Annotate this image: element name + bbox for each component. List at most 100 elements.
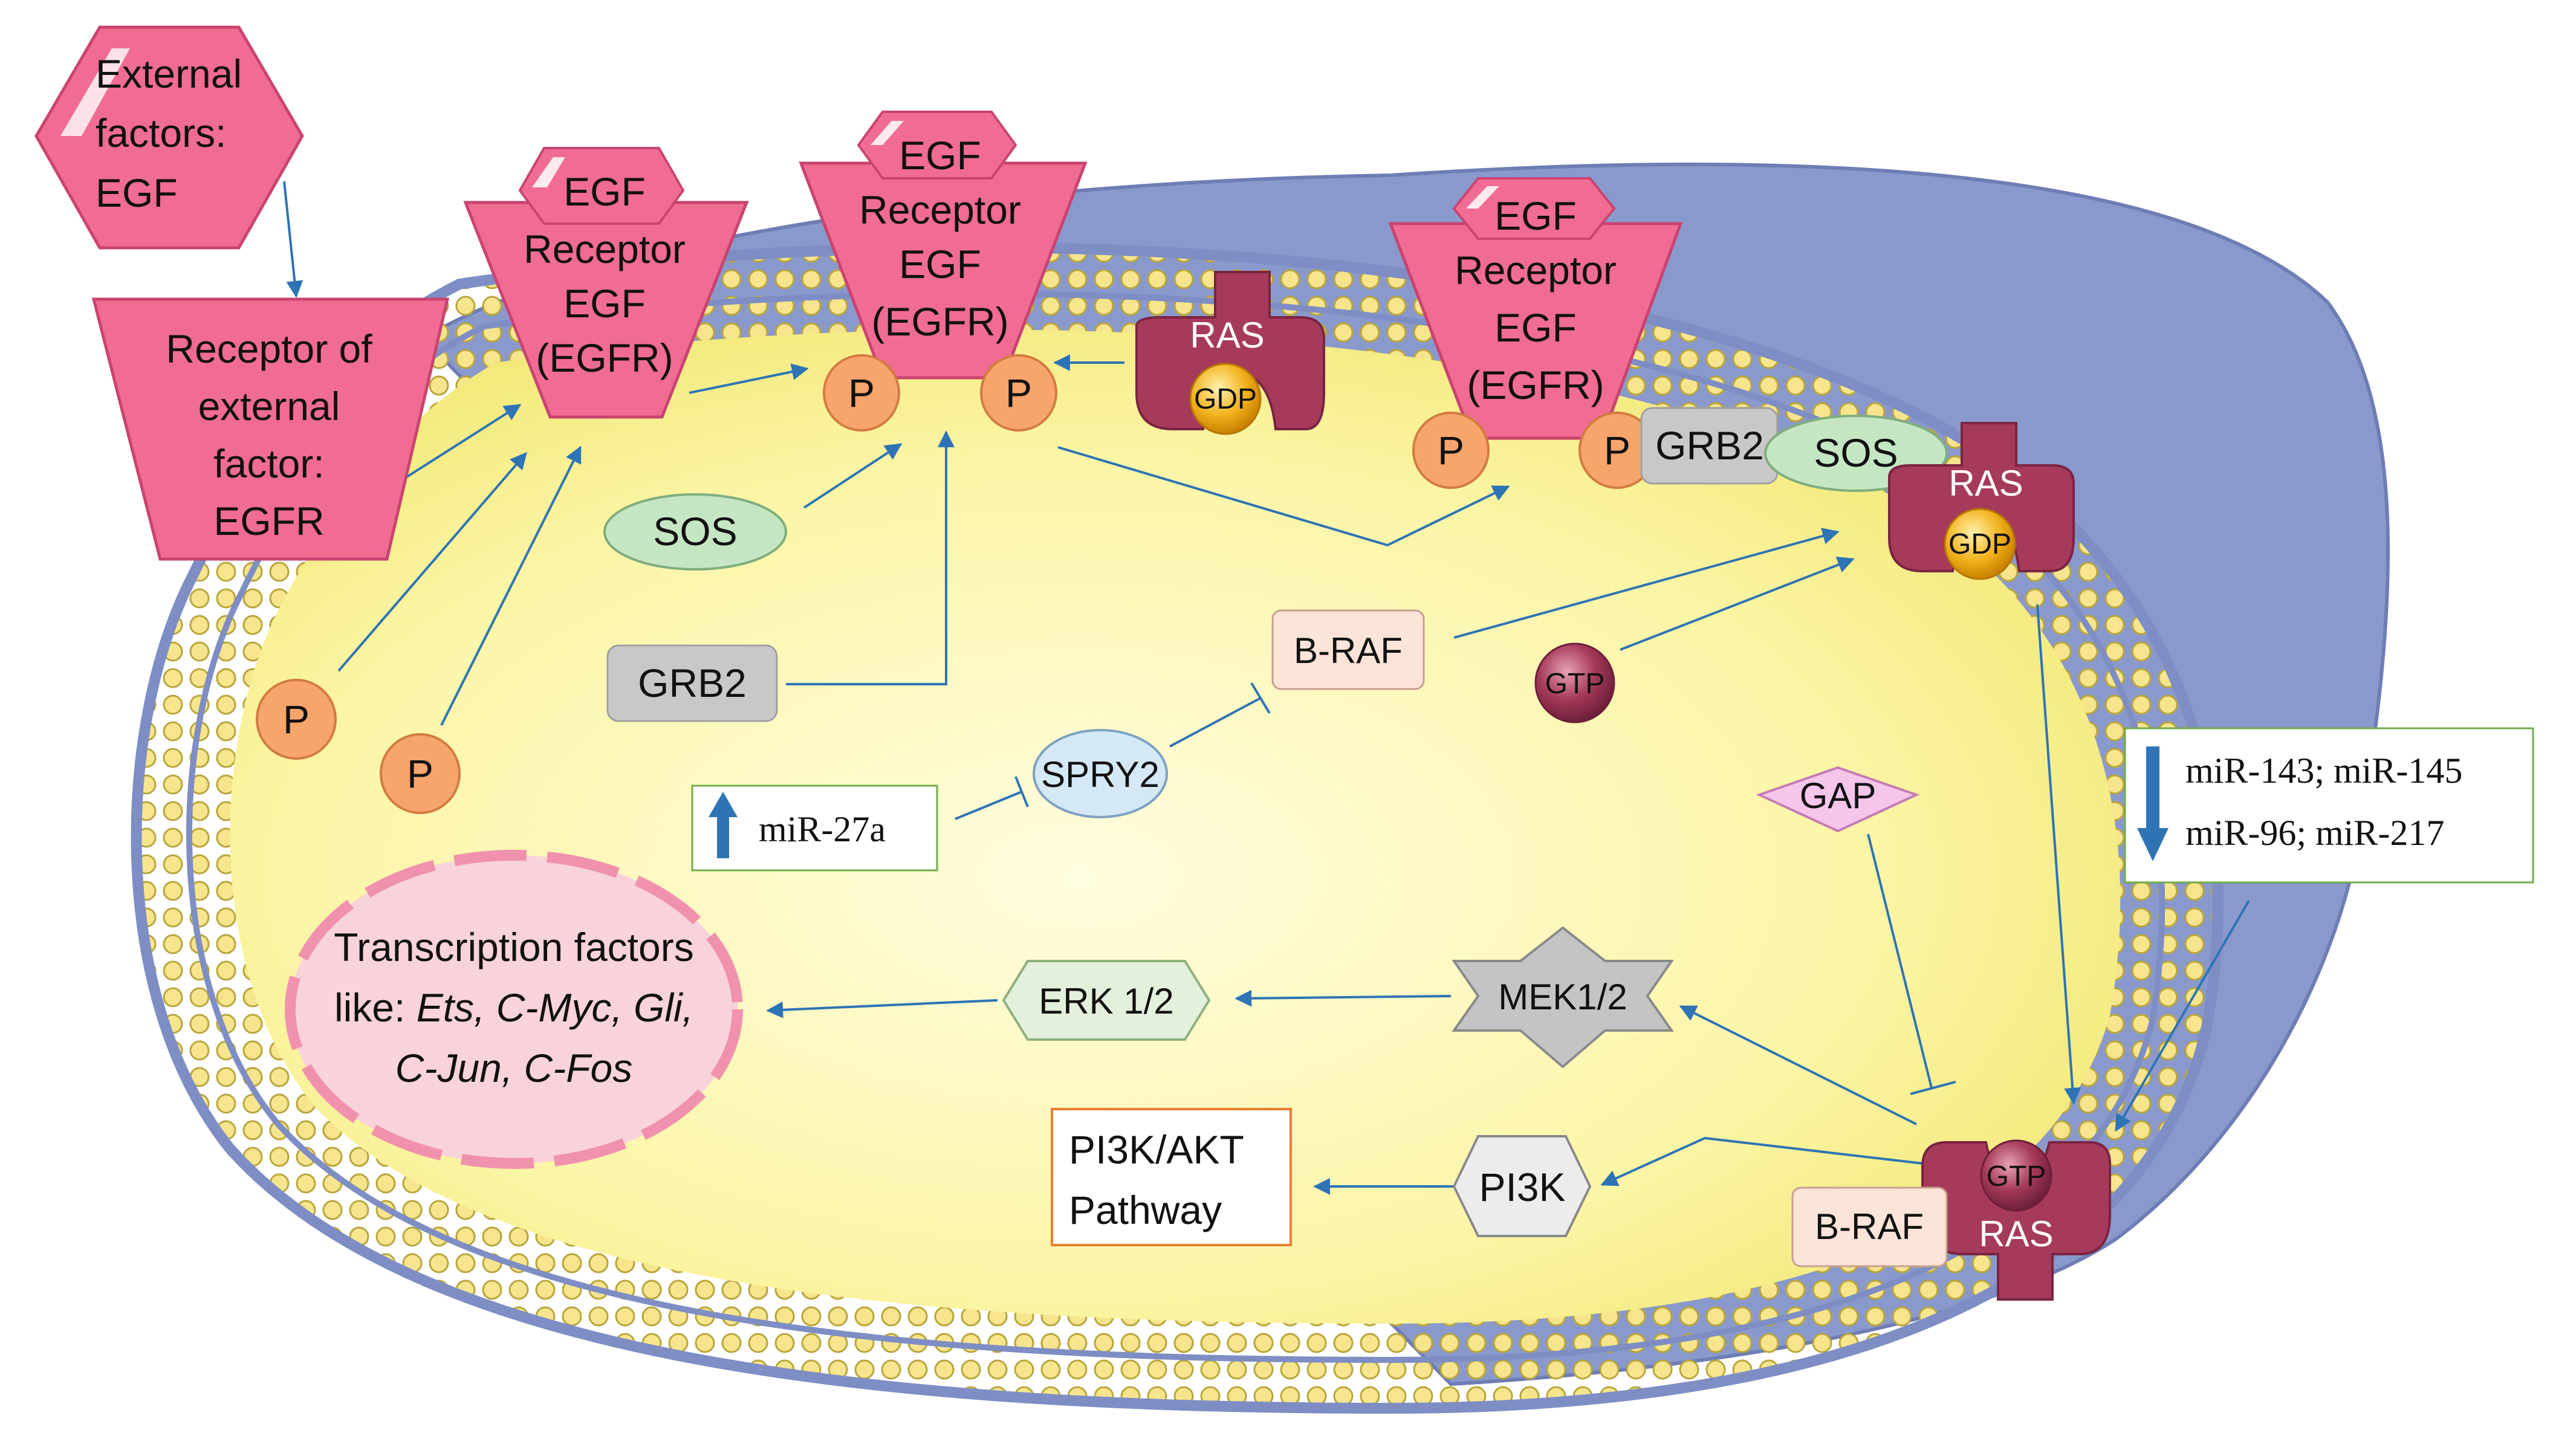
receptor-3-line2: EGF [899, 242, 981, 286]
pi3k-pathway-line2: Pathway [1069, 1188, 1222, 1232]
svg-text:PI3K: PI3K [1479, 1165, 1565, 1209]
arrow-grb2-to-p [786, 430, 955, 685]
grb2-cytoplasm: GRB2 [606, 644, 778, 722]
sos-right-label: SOS [1814, 430, 1898, 475]
inhibit-bar-gap [1910, 1081, 1956, 1095]
svg-text:ERK 1/2: ERK 1/2 [1039, 981, 1173, 1021]
down-arrow-icon [2137, 746, 2169, 861]
mir27a-box: miR-27a [691, 785, 938, 872]
receptor-3-line3: (EGFR) [871, 299, 1008, 344]
egfr-receptor-4: EGF Receptor EGF (EGFR) P P [1388, 177, 1683, 489]
external-factors-line2: factors: [96, 111, 226, 155]
svg-text:B-RAF: B-RAF [1294, 630, 1403, 671]
egfr-receptor-2: EGF Receptor EGF (EGFR) [463, 147, 749, 419]
ras-gdp-top: RAS GDP [1135, 271, 1325, 435]
gtp-free: GTP [1534, 642, 1615, 723]
egf-ligand-4-label: EGF [1494, 193, 1577, 238]
arrow-mek-to-erk [1234, 989, 1452, 1007]
ras-top-label: RAS [1190, 315, 1264, 355]
gap: GAP [1756, 766, 1920, 833]
receptor-external-line4: EGFR [213, 499, 324, 543]
arrow-erk-to-nucleus [766, 999, 998, 1018]
external-factors-line1: External [96, 51, 242, 96]
svg-text:GRB2: GRB2 [638, 661, 747, 705]
ras-bottom-label: RAS [1979, 1214, 2053, 1254]
sos-cytoplasm: SOS [603, 493, 787, 571]
phospho-p-4a: P [1412, 412, 1490, 489]
svg-text:GTP: GTP [1545, 668, 1605, 700]
gtp-bottom-label: GTP [1987, 1160, 2046, 1192]
egfr-receptor-3: EGF Receptor EGF (EGFR) P P [799, 111, 1088, 432]
receptor-4-line2: EGF [1494, 305, 1577, 350]
arrow-receptor2-to-receptor3 [689, 363, 809, 394]
ras-gtp-braf-bottom: GTP RAS B-RAF [1791, 1139, 2111, 1301]
phospho-p-3b: P [980, 354, 1057, 432]
svg-text:SPRY2: SPRY2 [1041, 754, 1160, 795]
gdp-right-label: GDP [1948, 528, 2011, 560]
arrow-sos-to-p [803, 443, 903, 509]
mirs-line1: miR-143; miR-145 [2185, 751, 2462, 791]
arrow-mirs-to-ras [2115, 899, 2250, 1132]
b-raf-middle: B-RAF [1271, 609, 1425, 690]
external-factors-egf: External factors: EGF [34, 25, 304, 250]
pi3k: PI3K [1452, 1135, 1592, 1237]
grb2-right-label: GRB2 [1655, 423, 1764, 468]
gdp-top-label: GDP [1194, 383, 1257, 415]
phospho-p-free-2: P [380, 733, 461, 814]
mirs-box: miR-143; miR-145 miR-96; miR-217 [2124, 727, 2534, 884]
erk-1-2: ERK 1/2 [1002, 960, 1211, 1041]
arrow-ras-down [2036, 604, 2081, 1105]
svg-text:P: P [407, 751, 433, 796]
arrow-external-to-receptor [283, 181, 303, 298]
external-factors-line3: EGF [96, 170, 178, 215]
egf-ligand-2-label: EGF [563, 169, 646, 214]
receptor-4-line3: (EGFR) [1467, 363, 1604, 407]
ras-right-label: RAS [1948, 463, 2023, 503]
nucleus-transcription-factors: Transcription factors like: Ets, C-Myc, … [285, 850, 743, 1169]
receptor-external-factor: Receptor of external factor: EGFR [91, 297, 450, 561]
inhibit-bar-braf [1250, 682, 1271, 714]
ras-gdp-right: RAS GDP [1888, 422, 2075, 580]
svg-text:MEK1/2: MEK1/2 [1498, 977, 1627, 1017]
arrow-p2-to-receptor2 [440, 445, 582, 726]
arrow-ras-to-mek [1679, 1005, 1917, 1125]
phospho-p-4b: P [1578, 412, 1656, 489]
transcription-line1: Transcription factors [334, 925, 693, 969]
phospho-p-free-1: P [256, 679, 337, 760]
arrow-braf-to-ras [1453, 528, 1840, 639]
receptor-external-line3: factor: [213, 441, 324, 486]
arrow-receptor1-to-receptor2 [386, 404, 522, 491]
pi3k-pathway-line1: PI3K/AKT [1069, 1127, 1244, 1172]
mek-1-2: MEK1/2 [1452, 926, 1674, 1069]
svg-text:P: P [1005, 370, 1032, 415]
receptor-4-line1: Receptor [1455, 248, 1617, 293]
inhibit-gap-to-ras [1867, 833, 1933, 1089]
mirs-line2: miR-96; miR-217 [2185, 813, 2444, 853]
b-raf-bottom-label: B-RAF [1815, 1206, 1924, 1247]
receptor-2-line3: (EGFR) [536, 335, 673, 380]
mir27a-label: miR-27a [759, 809, 886, 849]
svg-text:P: P [283, 697, 310, 742]
phospho-p-3a: P [823, 354, 900, 432]
up-arrow-icon [709, 792, 738, 858]
arrow-gtp-to-ras [1620, 557, 1855, 651]
transcription-line3: C-Jun, C-Fos [395, 1046, 632, 1090]
pi3k-akt-pathway-box: PI3K/AKT Pathway [1051, 1108, 1292, 1246]
arrow-p1-to-receptor2 [337, 451, 527, 672]
spry2: SPRY2 [1033, 729, 1168, 818]
svg-text:P: P [1438, 428, 1464, 473]
svg-text:GAP: GAP [1800, 775, 1877, 816]
connector-arrows [283, 181, 2250, 1195]
inhibit-bar-spry2 [1014, 776, 1029, 807]
receptor-external-line2: external [198, 384, 340, 429]
receptor-2-line2: EGF [563, 281, 646, 326]
inhibit-mir27a-to-spry2 [955, 791, 1022, 820]
svg-text:P: P [1604, 428, 1630, 473]
inhibit-spry2-to-braf [1169, 697, 1261, 748]
arrow-ras-to-pi3k [1600, 1136, 1923, 1186]
egf-ligand-3-label: EGF [899, 133, 981, 178]
transcription-line2: like: Ets, C-Myc, Gli, [334, 985, 693, 1030]
svg-text:P: P [848, 370, 875, 415]
svg-text:SOS: SOS [653, 509, 737, 554]
